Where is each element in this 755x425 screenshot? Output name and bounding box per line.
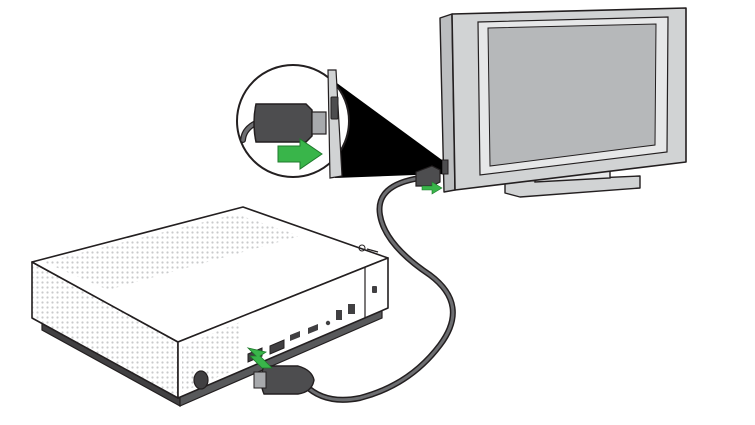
- console-hdmi-in-port: [269, 339, 285, 355]
- hdmi-cable-core: [303, 176, 455, 402]
- tv-screen: [487, 23, 657, 167]
- console-ir-port: [325, 320, 331, 326]
- console-insert-arrow: [246, 347, 273, 369]
- console-usb-port-2: [308, 324, 318, 334]
- console: [31, 206, 389, 408]
- hdmi-cable: [246, 165, 456, 403]
- console-optical-port: [336, 310, 342, 320]
- console-ethernet-port: [348, 304, 355, 314]
- zoom-wedge: [330, 78, 442, 178]
- zoom-tv-port: [330, 96, 339, 120]
- console-top-vents: [44, 214, 300, 290]
- zoom-callout: [236, 64, 442, 179]
- zoom-plug-tip: [311, 111, 327, 135]
- tv-hdmi-port: [441, 159, 449, 175]
- console-power-port: [193, 370, 209, 390]
- hdmi-plug-tv: [415, 165, 441, 187]
- console-usb-port-1: [290, 331, 300, 341]
- hdmi-plug-console: [260, 365, 315, 395]
- zoom-plug: [253, 103, 313, 143]
- tv-insert-arrow: [421, 181, 443, 195]
- hdmi-plug-console-tip: [253, 371, 267, 389]
- television: [439, 7, 687, 198]
- console-logo-icon: [358, 244, 366, 252]
- zoom-insert-arrow: [277, 138, 323, 170]
- console-lock-slot: [372, 286, 377, 293]
